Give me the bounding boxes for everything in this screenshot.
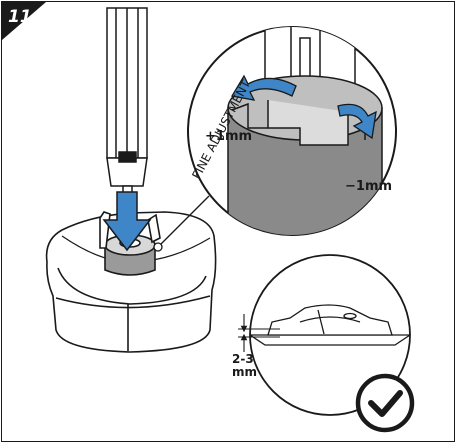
rotate-left-arrow	[230, 74, 297, 101]
check-circle-icon	[355, 373, 415, 433]
rotate-right-arrow	[337, 103, 377, 140]
height-unit: mm	[232, 365, 257, 379]
step-number: 11	[8, 7, 32, 27]
minus-label: −1mm	[345, 179, 392, 194]
step-badge: 11	[2, 2, 46, 40]
height-detail-callout: 2-3 mm	[232, 254, 411, 416]
plus-label: +1mm	[205, 129, 252, 144]
down-arrow	[102, 191, 152, 252]
fine-adjustment-callout: +1mm −1mm FINE ADJUSTMENT	[187, 26, 397, 236]
callout-connector	[153, 195, 210, 252]
height-value: 2-3	[232, 352, 254, 366]
